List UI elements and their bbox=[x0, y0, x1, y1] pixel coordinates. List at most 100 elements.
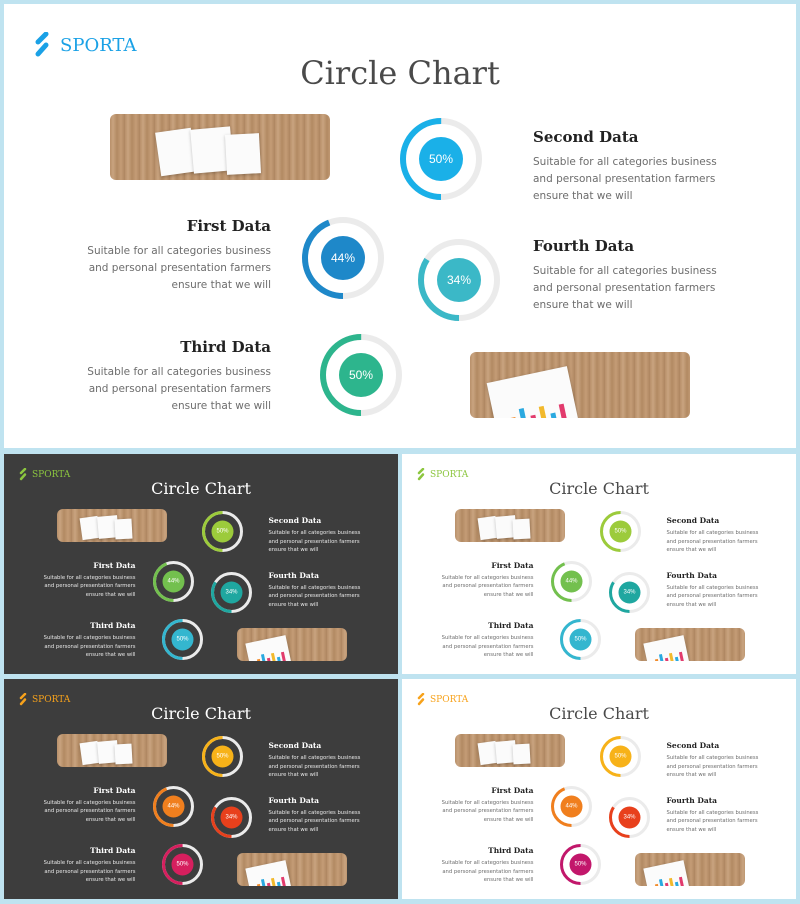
fourth-data-desc-line: Suitable for all categories business bbox=[268, 809, 361, 816]
first-data-desc-line: Suitable for all categories business bbox=[43, 799, 136, 806]
brand-name: SPORTA bbox=[32, 469, 71, 480]
fourth-data-ring: 34% bbox=[609, 796, 650, 838]
third-data-heading: Third Data bbox=[488, 621, 534, 630]
brand-name: SPORTA bbox=[430, 694, 469, 705]
fourth-percent-label: 34% bbox=[623, 814, 636, 820]
second-data-desc-line: and personal presentation farmers bbox=[533, 173, 716, 185]
first-data-heading: First Data bbox=[491, 785, 534, 795]
fourth-ring-progress bbox=[609, 796, 650, 838]
slide-title: Circle Chart bbox=[300, 54, 500, 92]
fourth-data-desc-line: and personal presentation farmers bbox=[666, 593, 758, 599]
second-data-heading: Second Data bbox=[533, 128, 639, 146]
second-percent-label: 50% bbox=[216, 529, 229, 535]
first-data-desc-line: ensure that we will bbox=[483, 816, 534, 823]
third-data-desc-line: ensure that we will bbox=[85, 877, 136, 883]
second-data-ring: 50% bbox=[400, 118, 482, 200]
fourth-data-heading: Fourth Data bbox=[533, 237, 635, 255]
fourth-data-ring: 34% bbox=[211, 571, 252, 613]
third-data-desc-line: and personal presentation farmers bbox=[44, 643, 136, 650]
second-percent-label: 50% bbox=[614, 529, 627, 535]
third-ring-center bbox=[171, 628, 194, 651]
third-data-desc-line: ensure that we will bbox=[171, 400, 271, 412]
first-ring-center bbox=[321, 236, 365, 280]
second-data-desc-line: Suitable for all categories business bbox=[268, 755, 361, 761]
first-data-desc-line: Suitable for all categories business bbox=[441, 799, 534, 806]
first-data-heading: First Data bbox=[93, 785, 136, 795]
second-ring-progress bbox=[202, 511, 243, 552]
third-data-desc-line: Suitable for all categories business bbox=[441, 635, 534, 641]
fourth-ring-center bbox=[220, 581, 243, 603]
second-data-desc-line: Suitable for all categories business bbox=[533, 156, 717, 168]
third-ring-progress bbox=[162, 844, 203, 885]
third-data-desc-line: Suitable for all categories business bbox=[441, 860, 534, 866]
second-ring-progress bbox=[400, 118, 482, 200]
third-percent-label: 50% bbox=[349, 368, 373, 382]
fourth-data-desc-line: ensure that we will bbox=[533, 299, 633, 311]
third-percent-label: 50% bbox=[176, 637, 189, 643]
second-ring-progress bbox=[600, 511, 641, 552]
first-data-desc-line: and personal presentation farmers bbox=[44, 808, 136, 814]
fourth-percent-label: 34% bbox=[225, 589, 238, 595]
third-ring-progress bbox=[162, 619, 203, 660]
first-data-desc-line: and personal presentation farmers bbox=[44, 583, 136, 589]
fourth-data-ring: 34% bbox=[211, 796, 252, 838]
third-data-ring: 50% bbox=[162, 844, 203, 885]
second-data-ring: 50% bbox=[600, 511, 641, 552]
second-data-desc-line: Suitable for all categories business bbox=[666, 755, 759, 761]
fourth-data-desc-line: ensure that we will bbox=[666, 601, 717, 608]
second-ring-progress bbox=[202, 736, 243, 777]
brand-name: SPORTA bbox=[32, 694, 71, 705]
photo-chart-paper bbox=[237, 853, 347, 886]
fourth-data-ring: 34% bbox=[418, 239, 500, 321]
first-data-desc-line: Suitable for all categories business bbox=[441, 574, 534, 581]
fourth-data-desc-line: ensure that we will bbox=[268, 826, 319, 833]
fourth-data-desc-line: Suitable for all categories business bbox=[666, 584, 759, 591]
fourth-data-desc-line: and personal presentation farmers bbox=[533, 282, 716, 294]
fourth-ring-center bbox=[437, 258, 481, 302]
fourth-data-desc-line: Suitable for all categories business bbox=[268, 584, 361, 591]
first-data-ring: 44% bbox=[551, 785, 592, 827]
third-data-desc-line: Suitable for all categories business bbox=[43, 860, 136, 866]
first-percent-label: 44% bbox=[167, 578, 180, 584]
second-data-ring: 50% bbox=[202, 736, 243, 777]
third-percent-label: 50% bbox=[574, 637, 587, 643]
second-data-desc-line: and personal presentation farmers bbox=[268, 538, 360, 545]
second-data-desc-line: ensure that we will bbox=[268, 547, 319, 553]
second-ring-center bbox=[211, 745, 234, 768]
photo-documents bbox=[110, 114, 330, 180]
first-ring-progress bbox=[302, 217, 384, 299]
first-data-desc-line: ensure that we will bbox=[85, 816, 136, 823]
photo-documents bbox=[455, 734, 565, 767]
photo-documents bbox=[57, 509, 167, 542]
fourth-data-heading: Fourth Data bbox=[268, 570, 320, 580]
first-data-heading: First Data bbox=[93, 560, 136, 570]
third-data-ring: 50% bbox=[162, 619, 203, 660]
first-ring-center bbox=[162, 795, 185, 817]
second-percent-label: 50% bbox=[216, 754, 229, 760]
second-data-desc-line: and personal presentation farmers bbox=[268, 763, 360, 770]
first-data-desc-line: ensure that we will bbox=[171, 279, 271, 291]
second-data-desc-line: ensure that we will bbox=[533, 190, 633, 202]
first-data-ring: 44% bbox=[302, 217, 384, 299]
third-data-desc-line: ensure that we will bbox=[85, 652, 136, 658]
third-data-desc-line: Suitable for all categories business bbox=[43, 635, 136, 641]
second-data-desc-line: Suitable for all categories business bbox=[268, 530, 361, 536]
second-data-desc-line: and personal presentation farmers bbox=[666, 538, 758, 545]
first-ring-progress bbox=[551, 560, 592, 602]
photo-documents bbox=[57, 734, 167, 767]
fourth-ring-progress bbox=[211, 571, 252, 613]
third-data-ring: 50% bbox=[560, 844, 601, 885]
